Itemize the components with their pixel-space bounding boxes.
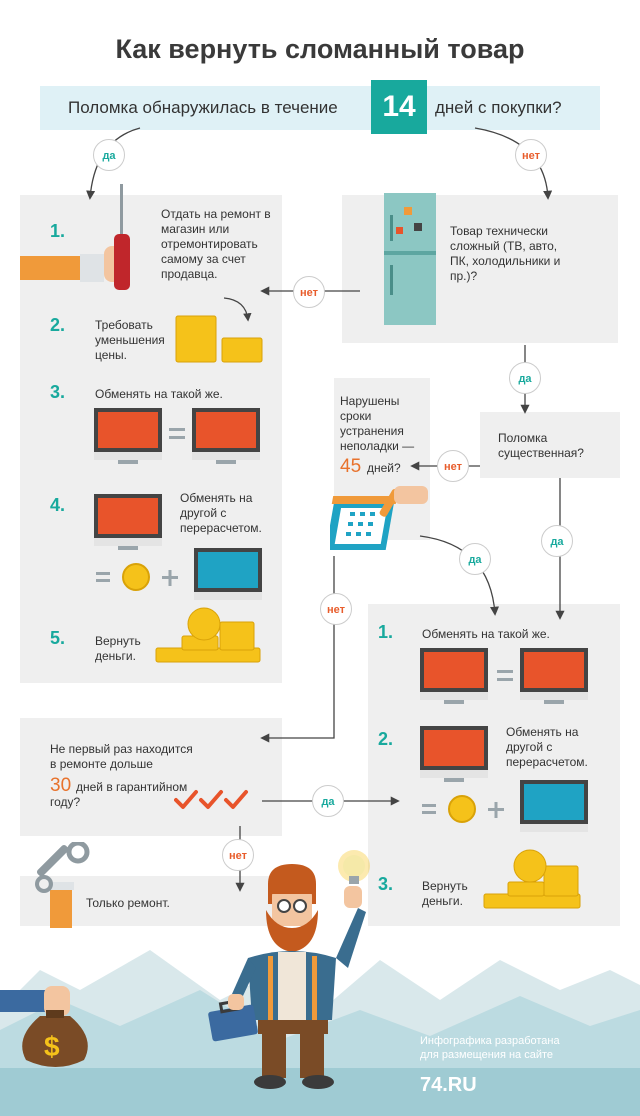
step-text: Вернуть деньги. [422, 879, 468, 908]
exchange-with-payment-icon [96, 548, 262, 600]
coins-icon [155, 607, 261, 663]
yes-label: да [312, 785, 344, 817]
no-label: нет [293, 276, 325, 308]
lightbulb-icon [338, 850, 370, 884]
yes-label: да [509, 362, 541, 394]
step-number: 5. [50, 628, 66, 648]
step-number: 4. [50, 495, 66, 515]
step-text: Отдать на ремонт в магазин или отремонти… [161, 207, 271, 281]
credit-line-1: Инфографика разработана [420, 1035, 560, 1047]
serious-question-panel [480, 412, 620, 478]
monitor-pair-icon [94, 408, 260, 464]
step-text: Требовать уменьшения цены. [95, 318, 165, 362]
step-text: Вернуть деньги. [95, 634, 141, 663]
monitor-pair-icon [420, 648, 588, 704]
screwdriver-hand-icon [20, 184, 130, 290]
credit-line-2: для размещения на сайте [420, 1049, 554, 1061]
step-number: 3. [50, 382, 66, 402]
step-number: 1. [378, 622, 394, 642]
repeat-days-suffix: дней в гарантийном году? [50, 780, 188, 809]
repeat-days-number: 30 [50, 775, 72, 796]
question-text-before: Поломка обнаружилась в течение [68, 98, 338, 117]
page-title: Как вернуть сломанный товар [115, 34, 525, 64]
no-label: нет [515, 139, 547, 171]
serious-question-text: Поломка существенная? [498, 431, 584, 460]
repair-only-text: Только ремонт. [86, 896, 170, 910]
yes-label: да [93, 139, 125, 171]
deadline-days-suffix: дней? [367, 461, 401, 475]
complex-question-text: Товар технически сложный (ТВ, авто, ПК, … [450, 224, 561, 283]
checkmarks-icon [174, 790, 248, 809]
monitor-icon [94, 494, 162, 550]
step-text: Обменять на такой же. [95, 387, 223, 401]
calendar-icon [330, 486, 428, 550]
question-days-badge: 14 [371, 80, 427, 134]
step-number: 2. [50, 315, 66, 335]
deadline-days-number: 45 [340, 456, 362, 477]
step-text: Обменять на другой с перерасчетом. [506, 725, 588, 769]
question-bar [40, 86, 600, 130]
no-label: нет [222, 839, 254, 871]
step-text: Обменять на такой же. [422, 627, 550, 641]
yes-label: да [459, 543, 491, 575]
no-label: нет [437, 450, 469, 482]
coins-icon [483, 849, 581, 909]
repeat-question-panel [20, 718, 282, 836]
repeat-question-text: Не первый раз находится в ремонте дольше [50, 742, 193, 771]
step-number: 1. [50, 221, 66, 241]
svg-text:$: $ [44, 1031, 60, 1062]
monitor-icon [420, 726, 488, 782]
step-number: 3. [378, 874, 394, 894]
yes-label: да [541, 525, 573, 557]
step-text: Обменять на другой с перерасчетом. [180, 491, 262, 535]
deadline-question-text: Нарушены сроки устранения неполадки — [340, 394, 415, 453]
step-number: 2. [378, 729, 394, 749]
money-bag-icon: $ [0, 986, 88, 1067]
fridge-icon [384, 193, 436, 325]
wrench-icon [35, 842, 90, 928]
no-label: нет [320, 593, 352, 625]
exchange-with-payment-icon [422, 780, 588, 832]
site-logo: 74.RU [420, 1074, 477, 1096]
question-text-after: дней с покупки? [435, 98, 562, 117]
man-illustration [208, 850, 370, 1089]
coins-icon [175, 297, 263, 363]
briefcase-icon [208, 994, 258, 1042]
